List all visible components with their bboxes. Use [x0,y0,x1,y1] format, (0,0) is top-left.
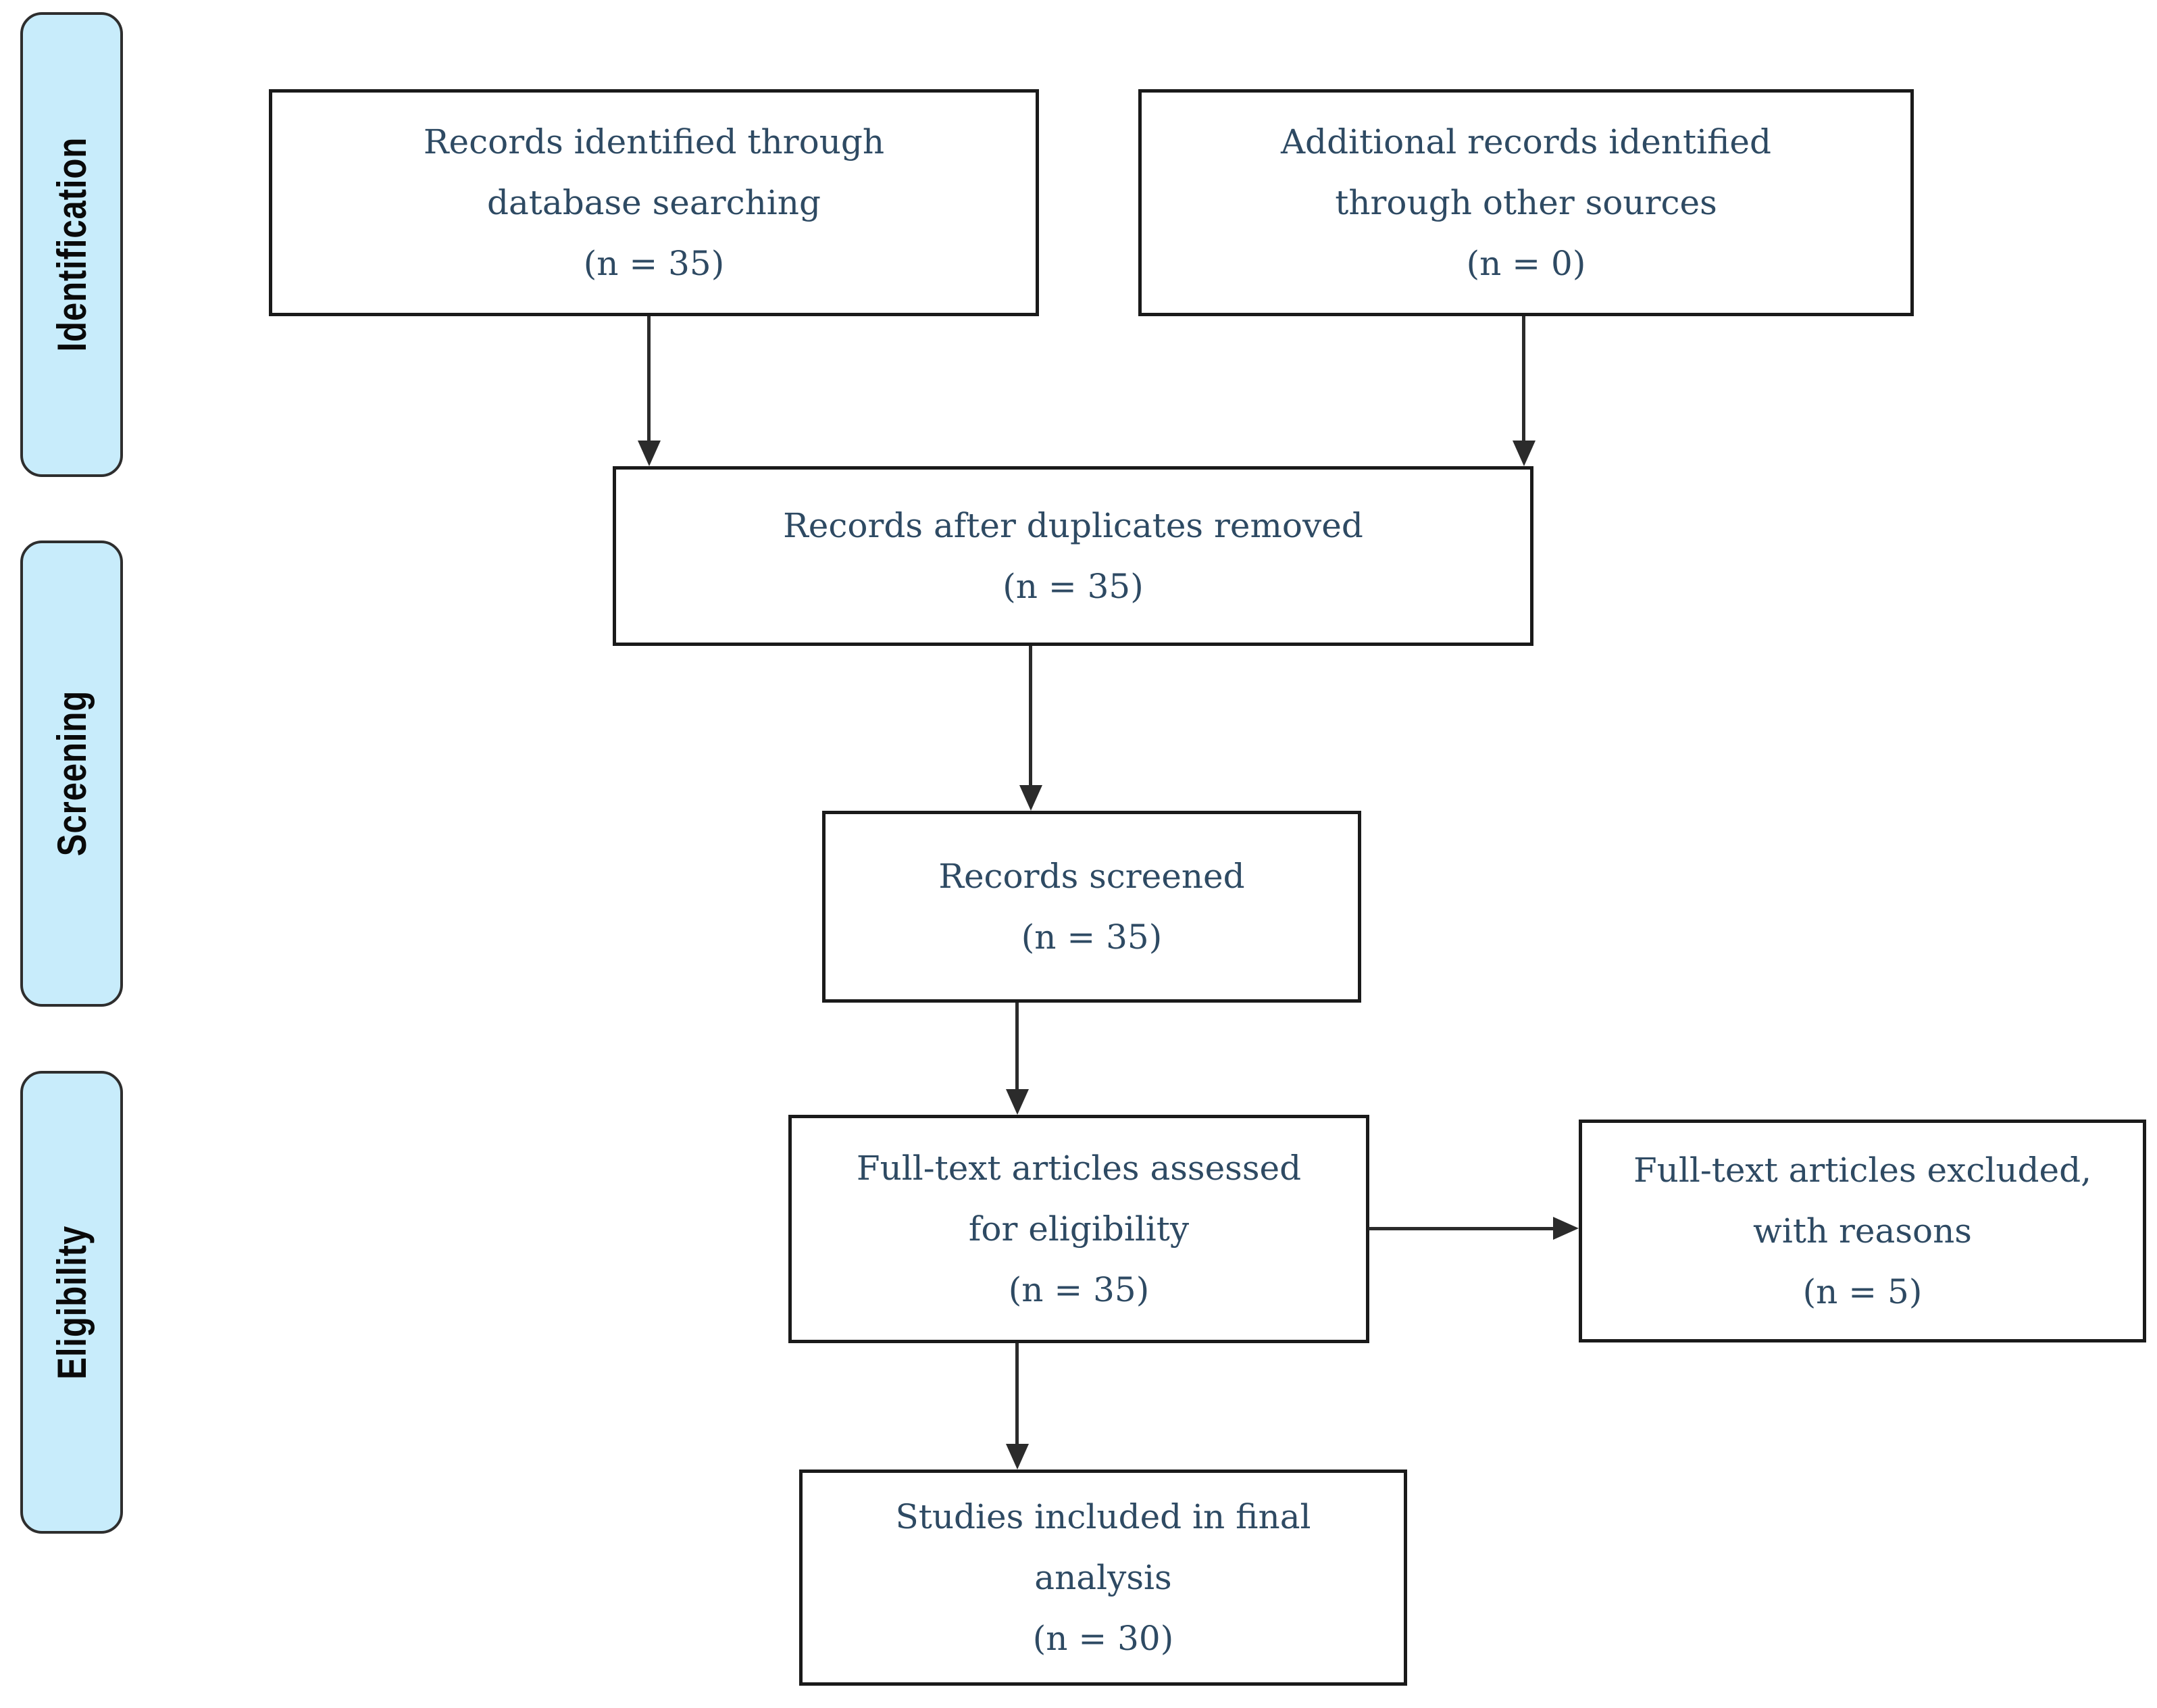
box-records-screened: Records screened (n = 35) [822,811,1361,1003]
box-additional-records-count: (n = 0) [1466,244,1586,283]
box-records-identified: Records identified through database sear… [269,89,1039,316]
box-duplicates-removed-count: (n = 35) [1003,567,1144,606]
box-fulltext-excluded: Full-text articles excluded, with reason… [1579,1120,2146,1342]
box-records-identified-label: Records identified through database sear… [423,122,885,222]
box-fulltext-assessed-count: (n = 35) [1008,1270,1150,1309]
stage-screening: Screening [20,541,123,1007]
box-duplicates-removed-label: Records after duplicates removed [783,506,1363,545]
arrowhead-down-icon [1006,1089,1029,1115]
arrowhead-down-icon [1019,785,1042,811]
box-studies-included-label: Studies included in final analysis [895,1497,1311,1597]
stage-identification-label: Identification [49,137,95,352]
stage-screening-label: Screening [49,690,95,857]
box-records-identified-count: (n = 35) [583,244,725,283]
arrowhead-down-icon [1006,1444,1029,1470]
box-fulltext-assessed: Full-text articles assessed for eligibil… [788,1115,1369,1343]
box-fulltext-assessed-label: Full-text articles assessed for eligibil… [856,1149,1302,1249]
arrow-line [1015,1003,1019,1090]
box-fulltext-excluded-count: (n = 5) [1802,1272,1923,1311]
box-fulltext-excluded-label: Full-text articles excluded, with reason… [1633,1151,2092,1251]
arrowhead-down-icon [1513,441,1536,466]
arrow-line [1369,1227,1556,1230]
stage-eligibility: Eligibility [20,1071,123,1534]
box-studies-included-count: (n = 30) [1032,1619,1174,1658]
box-additional-records-label: Additional records identified through ot… [1280,122,1772,222]
box-studies-included: Studies included in final analysis (n = … [799,1470,1407,1686]
stage-identification: Identification [20,12,123,477]
arrow-line [1015,1343,1019,1446]
arrowhead-down-icon [638,441,661,466]
box-duplicates-removed: Records after duplicates removed (n = 35… [613,466,1533,646]
box-additional-records: Additional records identified through ot… [1138,89,1914,316]
arrow-line [647,316,651,443]
stage-eligibility-label: Eligibility [49,1225,95,1380]
box-records-screened-count: (n = 35) [1021,918,1163,957]
arrow-line [1029,646,1032,788]
arrowhead-right-icon [1553,1217,1579,1240]
box-records-screened-label: Records screened [938,857,1245,896]
arrow-line [1522,316,1525,443]
